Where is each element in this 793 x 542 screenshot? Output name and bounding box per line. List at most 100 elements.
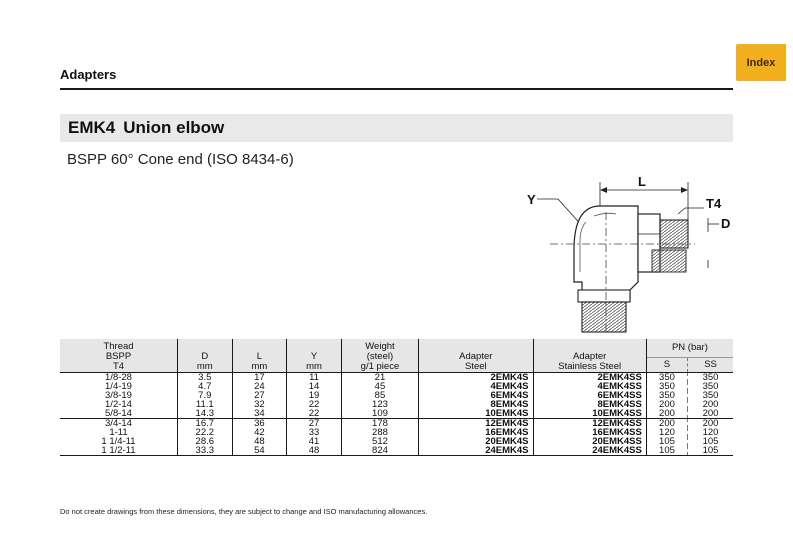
product-name: Union elbow: [123, 118, 225, 137]
header-pn-ss: SS: [687, 357, 733, 373]
cell-l: 32: [231, 400, 287, 409]
cell-d: 16.7: [176, 418, 233, 428]
cell-weight: 288: [340, 428, 419, 437]
cell-pn-ss: 120: [687, 428, 733, 437]
cell-weight: 824: [340, 446, 419, 456]
cell-pn-ss: 105: [687, 437, 733, 446]
cell-adapter-steel: 24EMK4S: [418, 446, 533, 456]
header-weight-l3: g/1 piece: [360, 361, 400, 372]
cell-l: 17: [231, 372, 287, 382]
cell-d: 3.5: [176, 372, 233, 382]
cell-thread: 3/4-14: [60, 418, 178, 428]
cell-l: 27: [231, 391, 287, 400]
cell-pn-s: 120: [645, 428, 688, 437]
cell-y: 22: [286, 400, 342, 409]
cell-l: 24: [231, 382, 287, 391]
cell-weight: 512: [340, 437, 419, 446]
cell-l: 48: [231, 437, 287, 446]
cell-adapter-ss: 20EMK4SS: [532, 437, 647, 446]
cell-l: 34: [231, 409, 287, 419]
cell-d: 11.1: [176, 400, 233, 409]
cell-adapter-ss: 4EMK4SS: [532, 382, 647, 391]
right-thread-end: [659, 219, 689, 249]
cell-l: 54: [231, 446, 287, 456]
cell-y: 14: [286, 382, 342, 391]
cell-weight: 178: [340, 418, 419, 428]
header-weight-l1: Weight: [365, 341, 395, 352]
cell-weight: 21: [340, 372, 419, 382]
cell-adapter-steel: 6EMK4S: [418, 391, 533, 400]
label-y: Y: [527, 192, 536, 207]
header-d-l1: D: [201, 351, 209, 362]
header-thread-l1: Thread: [103, 341, 134, 352]
cell-adapter-ss: 8EMK4SS: [532, 400, 647, 409]
section-title: Adapters: [60, 67, 117, 82]
cell-thread: 3/8-19: [105, 390, 132, 401]
cell-d: 7.9: [176, 391, 233, 400]
cell-l: 36: [231, 418, 287, 428]
cell-adapter-steel: 4EMK4S: [418, 382, 533, 391]
header-adapter-steel-l2: Steel: [464, 361, 487, 372]
cell-y: 41: [286, 437, 342, 446]
cell-d: 28.6: [176, 437, 233, 446]
cell-adapter-steel: 10EMK4S: [418, 409, 533, 419]
cell-pn-s: 350: [645, 391, 688, 400]
cell-d: 4.7: [176, 382, 233, 391]
cell-adapter-steel: 12EMK4S: [418, 418, 533, 428]
cell-pn-s: 350: [645, 372, 688, 382]
header-l: L mm: [231, 339, 287, 373]
cell-pn-s: 105: [645, 437, 688, 446]
header-y-l1: Y: [310, 351, 318, 362]
cell-pn-ss: 105: [687, 446, 733, 456]
header-l-l1: L: [256, 351, 263, 362]
cell-pn-s: 350: [645, 382, 688, 391]
cell-pn-ss: 350: [687, 391, 733, 400]
cell-y: 33: [286, 428, 342, 437]
header-d: D mm: [176, 339, 233, 373]
section-divider: [60, 88, 733, 90]
cell-adapter-ss: 16EMK4SS: [532, 428, 647, 437]
right-cone-section: [651, 249, 687, 273]
header-thread: Thread BSPP T4: [60, 339, 178, 373]
cell-weight: 85: [340, 391, 419, 400]
dim-t4-leader-diag: [677, 207, 686, 215]
cell-weight: 123: [340, 400, 419, 409]
cell-pn-ss: 200: [687, 409, 733, 419]
cell-pn-s: 200: [645, 409, 688, 419]
cell-pn-ss: 200: [687, 400, 733, 409]
header-thread-l3: T4: [112, 361, 125, 372]
elbow-highlight: [593, 212, 617, 217]
header-l-l2: mm: [251, 361, 268, 372]
cell-d: 14.3: [176, 409, 233, 419]
cell-d: 22.2: [176, 428, 233, 437]
cell-pn-ss: 200: [687, 418, 733, 428]
cell-adapter-ss: 24EMK4SS: [532, 446, 647, 456]
index-tab[interactable]: Index: [736, 44, 786, 81]
cell-thread: 1/8-28: [60, 372, 178, 382]
cell-pn-ss: 350: [687, 382, 733, 391]
header-adapter-steel-l1: Adapter: [459, 351, 493, 362]
cell-pn-ss: 350: [687, 372, 733, 382]
cell-adapter-steel: 2EMK4S: [418, 372, 533, 382]
cell-thread: 1/2-14: [105, 399, 132, 410]
label-d: D: [721, 216, 730, 231]
cell-thread: 1-11: [109, 427, 128, 438]
header-adapter-steel: Adapter Steel: [418, 339, 533, 373]
cell-weight: 45: [340, 382, 419, 391]
cell-adapter-ss: 12EMK4SS: [532, 418, 647, 428]
product-title-bar: EMK4 Union elbow: [60, 114, 733, 142]
header-weight: Weight (steel) g/1 piece: [340, 339, 419, 373]
cell-adapter-ss: 6EMK4SS: [532, 391, 647, 400]
dim-l-arrow-right: [681, 187, 688, 193]
header-y-l2: mm: [306, 361, 322, 372]
cell-y: 19: [286, 391, 342, 400]
